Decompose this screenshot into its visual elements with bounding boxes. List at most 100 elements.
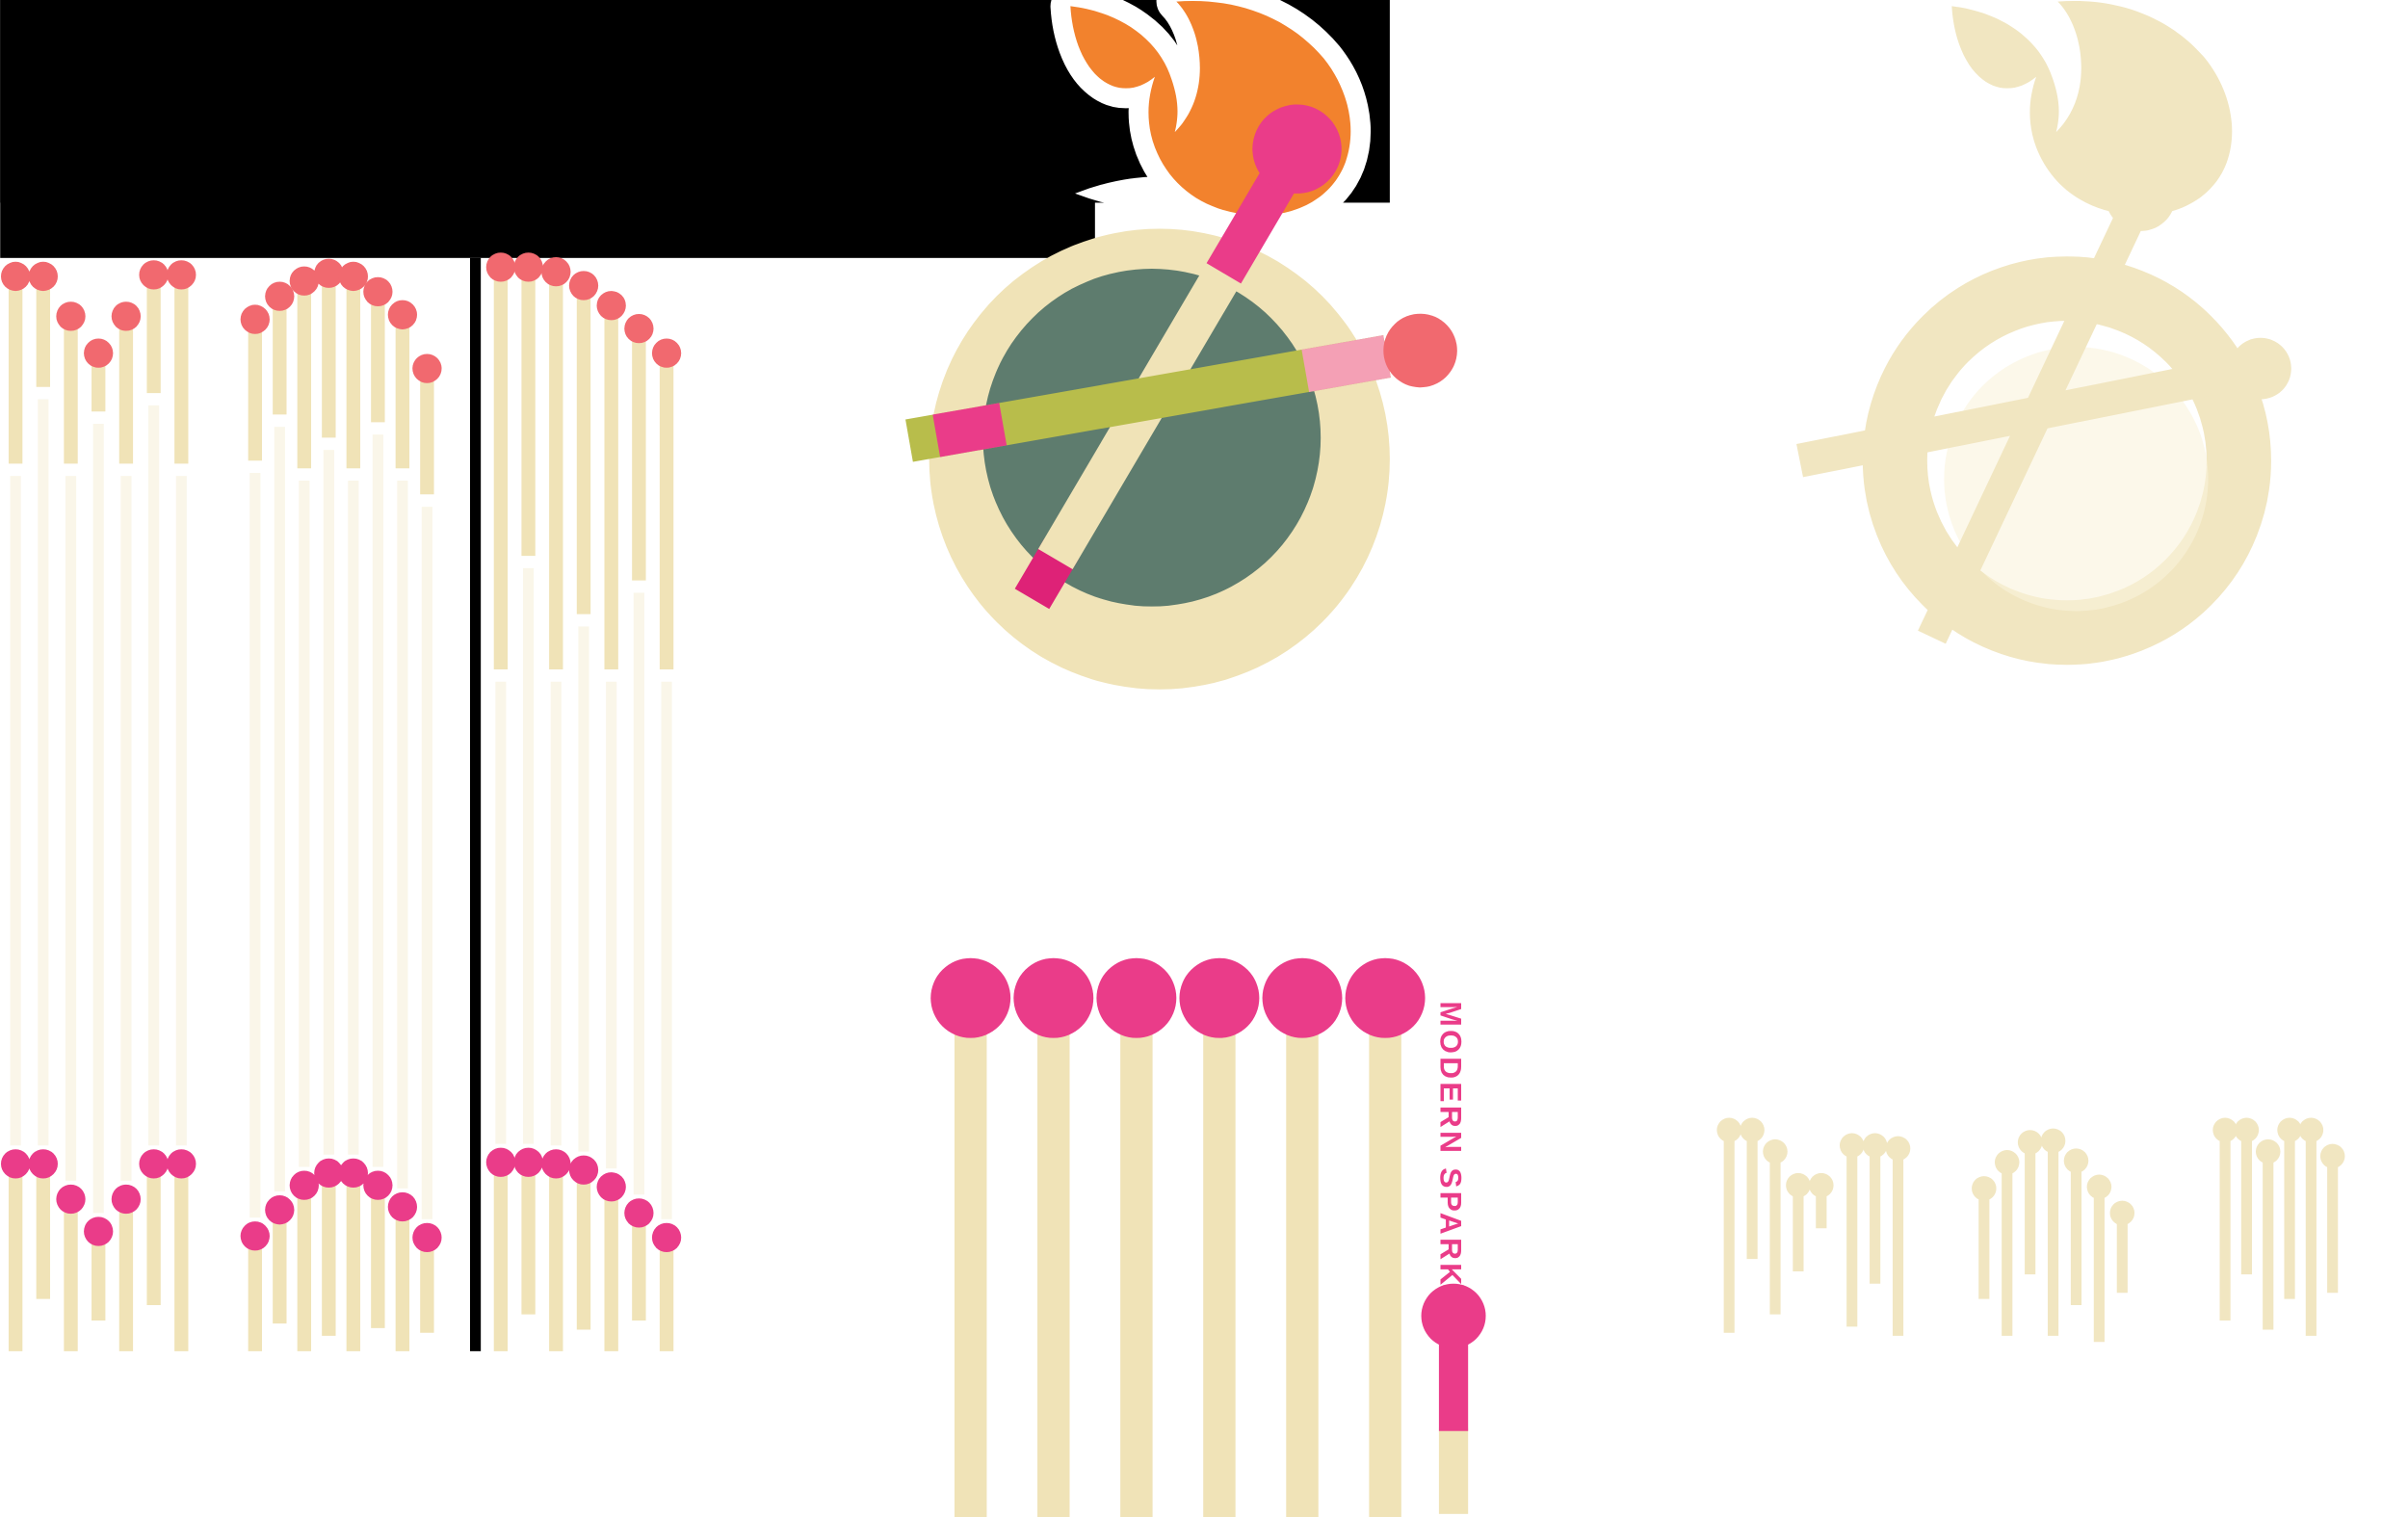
matchstick-head <box>1994 1150 2020 1175</box>
matchstick-head <box>240 304 270 334</box>
matchstick-head <box>568 1155 599 1185</box>
divider-line <box>470 257 482 1351</box>
matchstick-head <box>651 338 682 368</box>
striker-band-segment-left <box>932 403 1008 458</box>
ring <box>1862 256 2271 666</box>
matchstick-cluster-top-left <box>0 260 196 1214</box>
matchstick-cluster-top-tall <box>485 252 682 1219</box>
matchstick-head <box>240 1221 270 1251</box>
match-neck <box>1206 172 1295 284</box>
matchstick-head <box>596 291 626 321</box>
wordmark-match-head <box>1013 957 1094 1038</box>
matchstick-head <box>513 1147 543 1177</box>
matchstick-cluster-bottom-tall <box>485 1147 682 1351</box>
matchstick-head <box>139 260 169 290</box>
wordmark-match-stick <box>954 998 987 1517</box>
matchstick-head <box>363 276 393 307</box>
matchstick-head <box>2086 1174 2112 1200</box>
matchstick-head <box>412 1222 442 1253</box>
matchstick-head <box>1972 1176 1997 1201</box>
matchstick-head <box>387 1191 418 1222</box>
matchstick-head <box>28 261 58 292</box>
matchstick-head <box>84 1216 114 1246</box>
matchstick-cluster-top-mid <box>240 258 442 1219</box>
striker-band-bar-mono <box>1796 357 2238 478</box>
matchstick-head <box>265 1195 295 1225</box>
wordmark-match-stick <box>1120 998 1153 1517</box>
matchstick-head <box>1885 1136 1911 1162</box>
matchstick-head <box>265 281 295 311</box>
wordmark-match-head <box>1262 957 1343 1038</box>
striker-band-head-mono <box>2229 337 2291 400</box>
matchstick-head <box>2063 1148 2089 1173</box>
matchstick-head <box>111 301 142 331</box>
matchstick-cluster-right-3 <box>2212 1117 2345 1336</box>
striker-band-bar <box>905 335 1391 462</box>
matchstick-head <box>1862 1133 1888 1158</box>
wordmark-match-head <box>930 957 1011 1038</box>
matchstick-head <box>624 313 654 344</box>
matchstick-cluster-right-1 <box>1716 1117 1911 1336</box>
match-diagonal-top <box>1206 104 1342 284</box>
matchstick-head <box>139 1149 169 1179</box>
striker-band-mono <box>1796 337 2291 478</box>
matchstick-head <box>1716 1117 1741 1143</box>
wordmark: MODERN SPARKS <box>1433 1001 1468 1311</box>
matchstick-cluster-bottom-mid <box>240 1158 442 1351</box>
match-head <box>1252 104 1342 194</box>
matchstick-head <box>314 258 344 288</box>
short-match-stick <box>1438 1427 1469 1514</box>
matchstick-head <box>596 1172 626 1202</box>
matchstick-head <box>56 1184 86 1215</box>
matchstick-head <box>111 1184 142 1215</box>
matchstick-head <box>28 1149 58 1179</box>
short-match <box>1421 1283 1486 1514</box>
striker-band-segment-right <box>1301 335 1391 392</box>
matchstick-head <box>56 301 86 331</box>
matchstick-head <box>2277 1117 2302 1143</box>
wordmark-match-head <box>1345 957 1426 1038</box>
flame-icon-mono <box>1951 0 2233 216</box>
striker-band <box>905 313 1457 462</box>
wordmark-match-stick <box>1037 998 1070 1517</box>
short-match-neck <box>1438 1335 1469 1431</box>
matchstick-head <box>0 1149 31 1179</box>
matchstick-head <box>167 260 196 290</box>
matchstick-head <box>1809 1172 1834 1198</box>
matchstick-head <box>2319 1143 2345 1169</box>
matchstick-head <box>338 261 368 292</box>
matchstick-head <box>568 271 599 301</box>
matchstick-head <box>2109 1200 2135 1226</box>
matchstick-head <box>2212 1117 2238 1143</box>
matchstick-head <box>2298 1117 2324 1143</box>
matchstick-head <box>412 353 442 383</box>
matchstick-head <box>2017 1130 2043 1155</box>
matchstick-cluster-right-2 <box>1972 1128 2135 1343</box>
matchstick-head <box>363 1170 393 1200</box>
short-match-head <box>1421 1283 1486 1348</box>
matchstick-head <box>2234 1117 2260 1143</box>
matchstick-head <box>1786 1172 1811 1198</box>
matchstick-head <box>485 252 516 282</box>
match-head-mono <box>2105 160 2176 231</box>
wordmark-match-stick <box>1203 998 1236 1517</box>
matchstick-head <box>289 266 319 296</box>
wordmark-match-stick <box>1286 998 1319 1517</box>
wordmark-match-head <box>1096 957 1177 1038</box>
matchstick-head <box>485 1147 516 1177</box>
matchstick-head <box>338 1158 368 1189</box>
matchstick-head <box>624 1198 654 1228</box>
matchstick-head <box>1740 1117 1765 1143</box>
matchstick-head <box>513 252 543 282</box>
matchstick-head <box>314 1158 344 1189</box>
matchstick-head <box>2040 1128 2066 1154</box>
matchstick-head <box>387 300 418 329</box>
matchstick-head <box>541 1149 571 1179</box>
matchstick-head <box>289 1170 319 1200</box>
matchstick-head <box>651 1222 682 1253</box>
matchstick-head <box>2255 1138 2281 1164</box>
monochrome-logo <box>1796 0 2291 666</box>
matchstick-head <box>1763 1138 1788 1164</box>
